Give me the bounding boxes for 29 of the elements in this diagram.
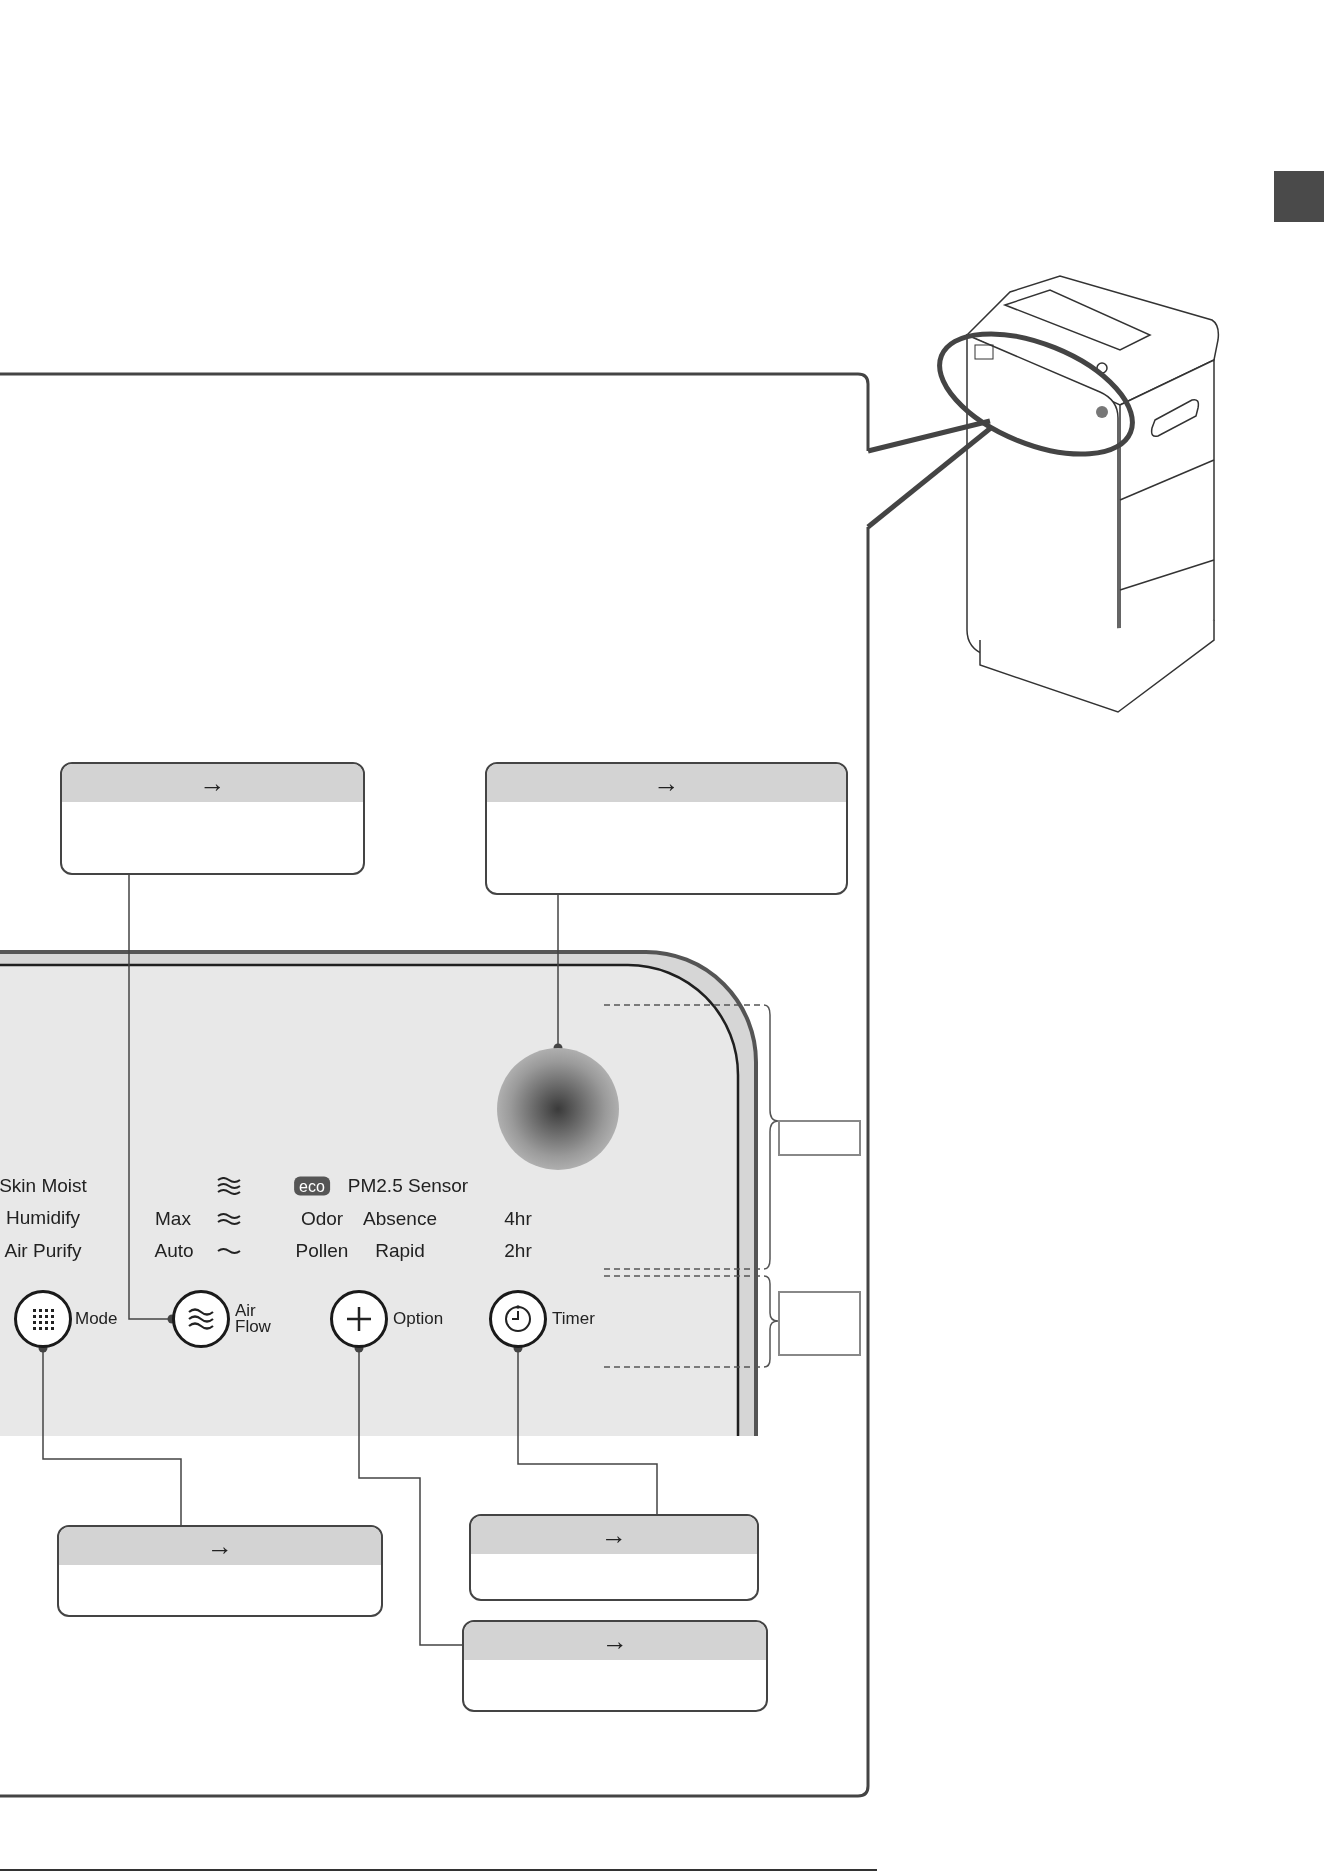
callout-header: →: [59, 1527, 381, 1565]
indicator-label: 2hr: [504, 1240, 532, 1262]
callout-box: [462, 1620, 768, 1712]
callout-box: [57, 1525, 383, 1617]
indicator-label: Rapid: [375, 1240, 425, 1262]
callout-header: →: [487, 764, 846, 802]
indicator-label: Skin Moist: [0, 1175, 87, 1197]
indicator-label: Odor: [300, 1208, 344, 1230]
indicator-label: 4hr: [504, 1208, 532, 1230]
blank-box: [778, 1120, 861, 1156]
blank-box: [778, 1291, 861, 1356]
mode-badge: eco: [294, 1176, 330, 1196]
callout-header: →: [464, 1622, 766, 1660]
callout-box: [60, 762, 365, 875]
indicator-label: Air Purify: [4, 1240, 82, 1262]
indicator-label: PM2.5 Sensor: [347, 1175, 469, 1197]
button-label: Option: [393, 1309, 444, 1329]
callout-box: [485, 762, 848, 895]
indicator-label: Absence: [363, 1208, 437, 1230]
button-label: Air Flow: [235, 1303, 272, 1335]
indicator-label: Pollen: [295, 1240, 349, 1262]
callout-header: →: [62, 764, 363, 802]
button-label: Mode: [75, 1309, 118, 1329]
button-label: Timer: [552, 1309, 595, 1329]
indicator-label: Auto: [154, 1240, 194, 1262]
callout-box: [469, 1514, 759, 1601]
callout-header: →: [471, 1516, 757, 1554]
indicator-label: Humidify: [6, 1207, 80, 1229]
indicator-label: Max: [155, 1208, 191, 1230]
